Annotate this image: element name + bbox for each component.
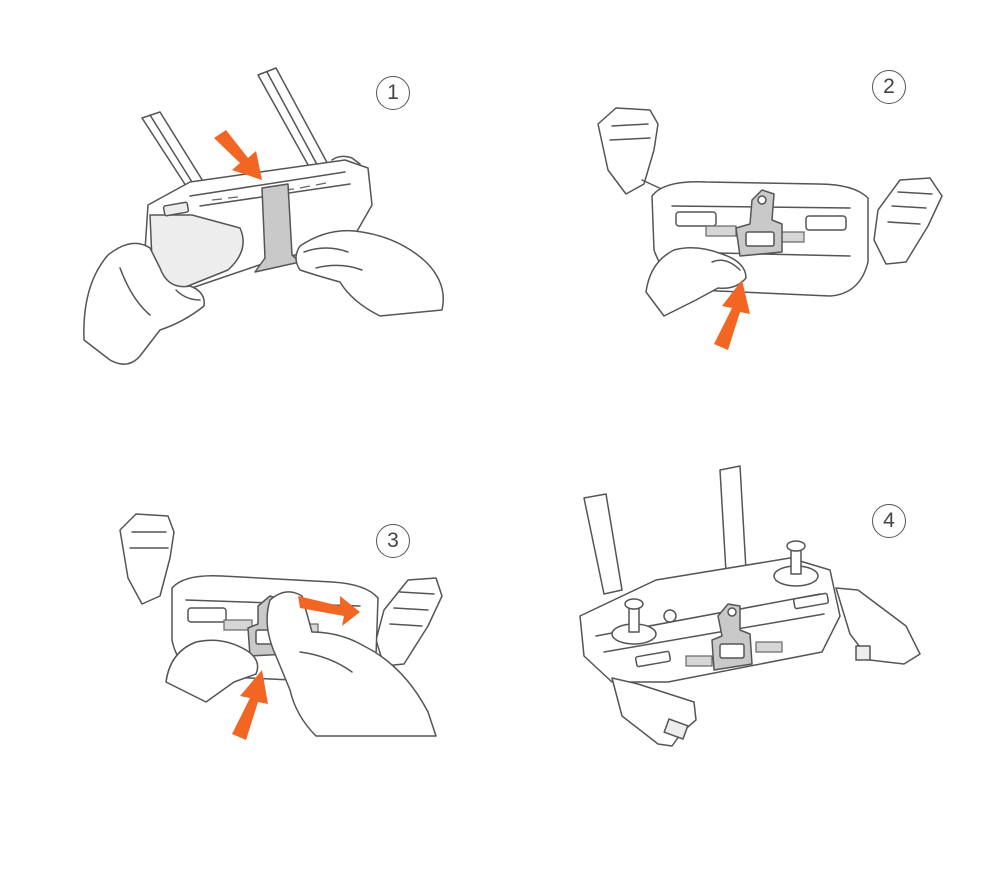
direction-arrow-up — [232, 670, 268, 740]
power-button — [663, 609, 677, 623]
strap-velcro-right — [755, 641, 783, 653]
step-4-illustration: 4 — [500, 420, 1000, 820]
right-grip — [873, 177, 943, 265]
strap-velcro-left — [685, 655, 713, 667]
step-number-badge: 3 — [376, 524, 410, 558]
right-grip — [835, 587, 921, 665]
step-number-badge: 2 — [872, 70, 906, 104]
right-antenna — [719, 465, 747, 573]
right-hand — [295, 229, 444, 317]
controller-strap — [735, 189, 783, 257]
left-hand — [83, 242, 205, 365]
right-grip — [375, 577, 443, 667]
remote-controller — [144, 155, 373, 293]
direction-arrow — [714, 280, 750, 350]
hand — [645, 247, 747, 317]
step-3-illustration: 3 — [0, 420, 500, 820]
step-1-illustration: 1 — [0, 0, 500, 400]
right-antenna — [257, 67, 331, 173]
left-joystick — [611, 598, 657, 645]
step-number-badge: 4 — [872, 504, 906, 538]
step-number-badge: 1 — [376, 76, 410, 110]
left-antenna — [141, 111, 207, 193]
right-joystick — [773, 540, 819, 587]
direction-arrow — [214, 130, 262, 180]
step-2-illustration: 2 — [500, 0, 1000, 400]
left-antenna — [583, 493, 623, 595]
step-number: 3 — [387, 529, 399, 552]
right-hand — [266, 591, 437, 737]
left-grip — [597, 107, 669, 195]
controller-strap — [711, 603, 753, 671]
step-number: 4 — [883, 509, 895, 532]
direction-arrow-right — [298, 596, 360, 626]
left-grip — [119, 513, 175, 605]
step-number: 1 — [387, 81, 399, 104]
step-number: 2 — [883, 75, 895, 98]
left-grip — [611, 677, 697, 747]
left-hand — [165, 639, 259, 703]
